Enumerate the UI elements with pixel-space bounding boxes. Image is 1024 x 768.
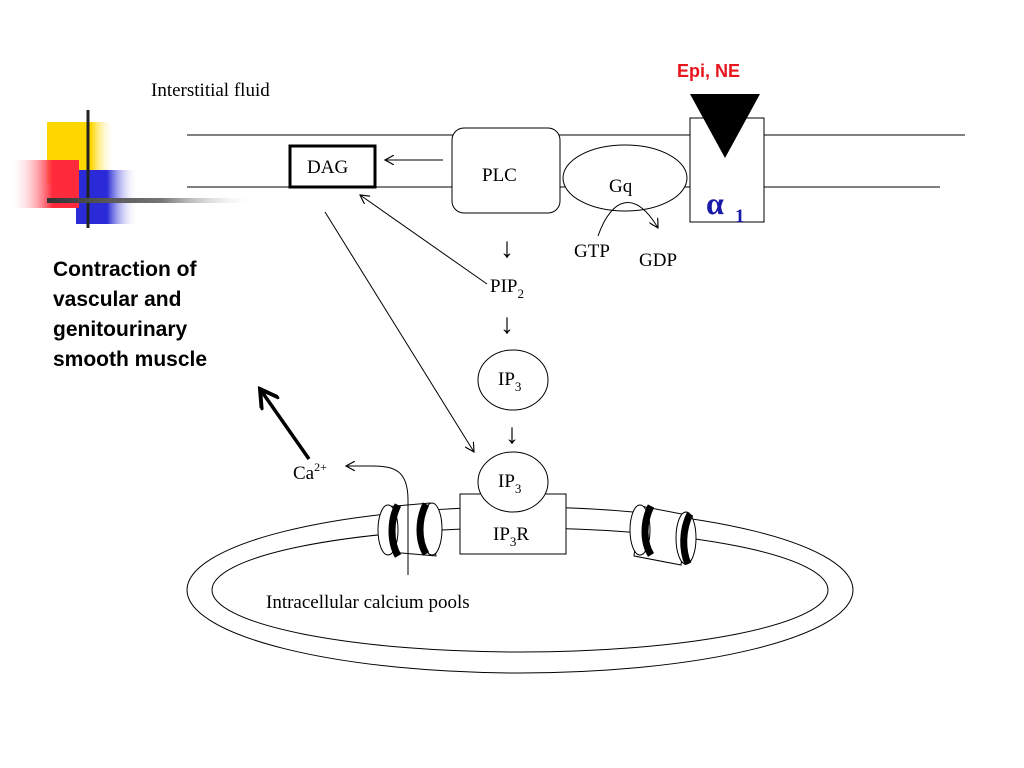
ip3r-label: IP3R	[493, 524, 529, 549]
gq-ellipse	[562, 144, 688, 212]
corner-decoration	[13, 110, 257, 228]
calcium-pools-label: Intracellular calcium pools	[266, 592, 470, 613]
deco-blue-square	[76, 170, 138, 224]
channel-right-band-2	[680, 512, 694, 566]
outcome-line: genitourinary	[53, 318, 188, 341]
ip3-base: IP	[498, 369, 515, 390]
ip3-subscript: 3	[515, 379, 522, 394]
calcium-base: Ca	[293, 463, 315, 484]
calcium-to-contraction-arrow	[260, 389, 311, 461]
channel-left-band-2	[416, 502, 430, 556]
gq-label: Gq	[609, 176, 633, 197]
contraction-outcome-text: Contraction of vascular and genitourinar…	[53, 255, 283, 375]
pip2-base: PIP	[490, 276, 517, 297]
agonist-triangle-icon	[690, 94, 760, 158]
ip3r-suffix: R	[516, 524, 529, 545]
receptor-subscript: 1	[735, 206, 745, 227]
ip3-receptor: IP3R IP3	[459, 451, 567, 555]
pip2-subscript: 2	[517, 286, 524, 301]
gtp-gdp-exchange-arrow	[597, 202, 658, 237]
dag-label: DAG	[307, 157, 348, 178]
ip3-bound-subscript: 3	[515, 481, 522, 496]
ip3r-base: IP	[493, 524, 510, 545]
outcome-line: Contraction of	[53, 258, 197, 281]
ip3-label: IP3	[498, 369, 521, 394]
pip2-arrow-bottom: ↓	[500, 309, 514, 340]
dag-box	[288, 144, 377, 189]
gdp-label: GDP	[639, 250, 677, 271]
ip3-arrow: ↓	[505, 419, 519, 450]
ip3-bound-ellipse	[477, 451, 549, 513]
pip2-to-dag-arrow	[360, 195, 488, 285]
plc-box	[451, 127, 561, 214]
alpha1-receptor: α 1	[689, 94, 765, 227]
membrane-to-ip3-arrow	[324, 211, 474, 452]
ip3-cytosol: IP3	[477, 349, 549, 411]
calcium-superscript: 2+	[314, 460, 327, 474]
plc-enzyme: PLC	[451, 127, 561, 214]
gtp-label: GTP	[574, 241, 610, 262]
plc-label: PLC	[482, 165, 517, 186]
pip2-arrow-top: ↓	[500, 233, 514, 264]
ip3-bound-label: IP3	[498, 471, 521, 496]
agonist-label: Epi, NE	[677, 61, 740, 81]
outcome-line: vascular and	[53, 288, 182, 311]
dag-box-group: DAG	[288, 144, 377, 189]
calcium-channel-right	[629, 504, 697, 566]
receptor-symbol: α	[706, 185, 724, 221]
interstitial-fluid-label: Interstitial fluid	[151, 80, 270, 101]
channel-left-band-1	[388, 503, 402, 558]
deco-horizontal-bar	[47, 198, 257, 203]
ip3-ellipse	[477, 349, 549, 411]
calcium-release-arrow	[346, 466, 409, 575]
gq-protein: Gq GTP GDP	[562, 144, 688, 271]
channel-right-band-1	[641, 504, 655, 557]
ip3-bound-base: IP	[498, 471, 515, 492]
calcium-ion-label: Ca2+	[293, 460, 327, 484]
outcome-line: smooth muscle	[53, 348, 208, 371]
ip3r-subscript: 3	[510, 534, 517, 549]
calcium-channel-left	[377, 502, 443, 558]
pip2-label: PIP2	[490, 276, 524, 301]
